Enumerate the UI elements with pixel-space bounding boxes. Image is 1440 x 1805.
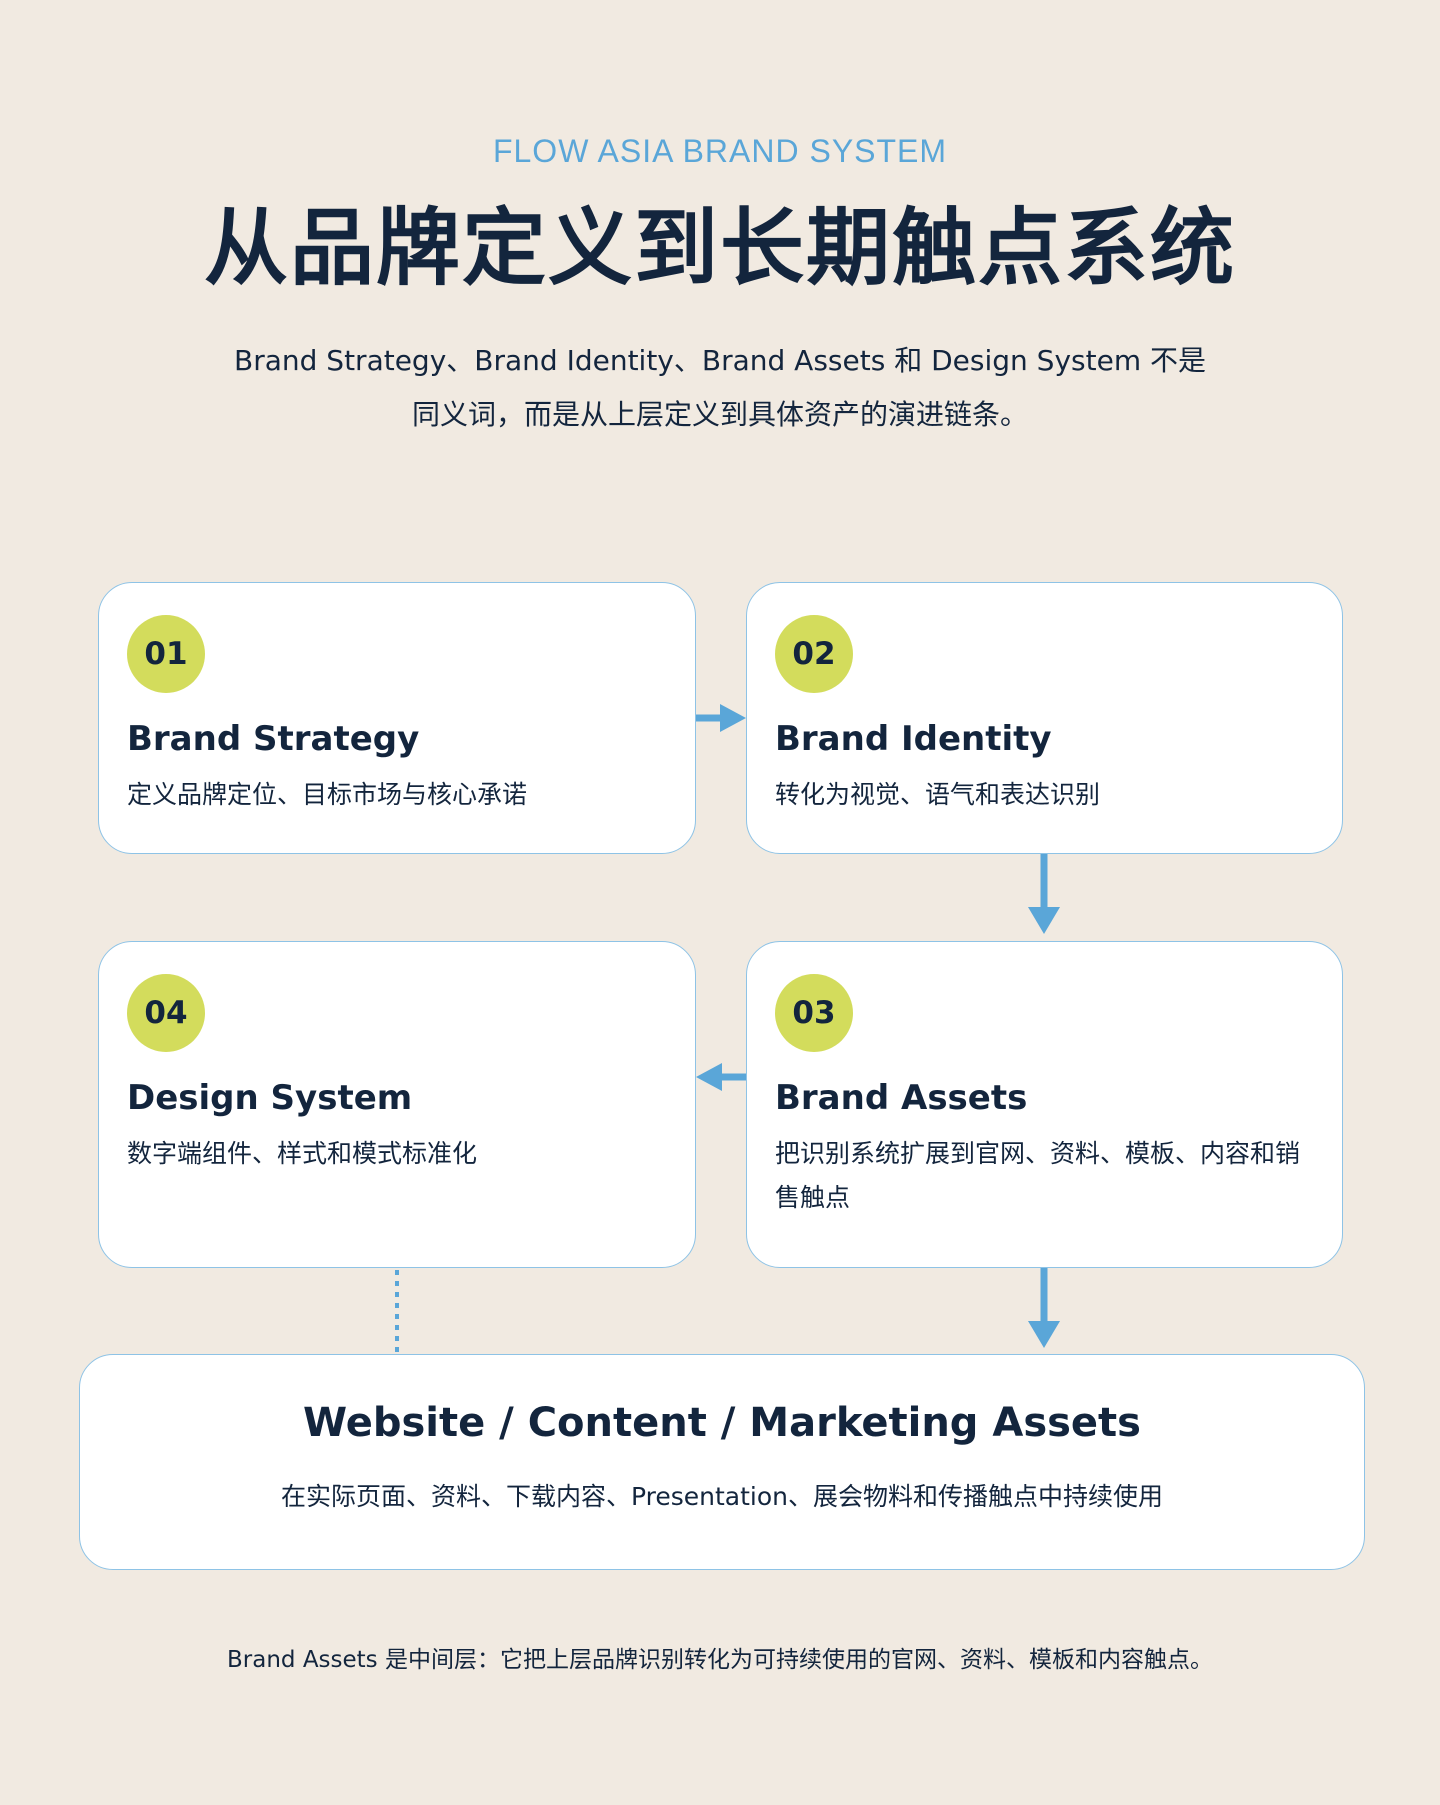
page-subtitle: Brand Strategy、Brand Identity、Brand Asse… [180,334,1260,442]
step-description: 转化为视觉、语气和表达识别 [775,780,1101,809]
step-number-badge: 04 [127,974,205,1052]
step-card-brand-strategy: 01 Brand Strategy 定义品牌定位、目标市场与核心承诺 [98,582,696,854]
step-card-brand-identity: 02 Brand Identity 转化为视觉、语气和表达识别 [746,582,1343,854]
outcome-description: 在实际页面、资料、下载内容、Presentation、展会物料和传播触点中持续使… [280,1482,1163,1511]
arrow-left-icon [696,1063,746,1091]
outcome-card: Website / Content / Marketing Assets 在实际… [79,1354,1365,1570]
subtitle-line-1: Brand Strategy、Brand Identity、Brand Asse… [234,344,1206,377]
page-title: 从品牌定义到长期触点系统 [203,199,1236,297]
arrow-down-icon [1028,854,1060,934]
step-number-badge: 01 [127,615,205,693]
step-description: 把识别系统扩展到官网、资料、模板、内容和销售触点 [775,1139,1301,1212]
step-card-design-system: 04 Design System 数字端组件、样式和模式标准化 [98,941,696,1268]
subtitle-line-2: 同义词，而是从上层定义到具体资产的演进链条。 [411,398,1028,431]
step-number-badge: 02 [775,615,853,693]
arrow-right-icon [696,704,746,732]
step-title: Brand Assets [775,1078,1028,1118]
step-number-badge: 03 [775,974,853,1052]
outcome-title: Website / Content / Marketing Assets [303,1400,1141,1446]
arrow-down-icon [1028,1268,1060,1348]
step-card-brand-assets: 03 Brand Assets 把识别系统扩展到官网、资料、模板、内容和销售触点 [746,941,1343,1268]
step-title: Brand Identity [775,719,1052,759]
eyebrow-label: FLOW ASIA BRAND SYSTEM [492,133,948,169]
footnote: Brand Assets 是中间层：它把上层品牌识别转化为可持续使用的官网、资料… [227,1647,1213,1673]
step-title: Design System [127,1078,413,1118]
step-description: 定义品牌定位、目标市场与核心承诺 [127,780,528,809]
step-title: Brand Strategy [127,719,420,759]
step-description: 数字端组件、样式和模式标准化 [127,1139,478,1168]
